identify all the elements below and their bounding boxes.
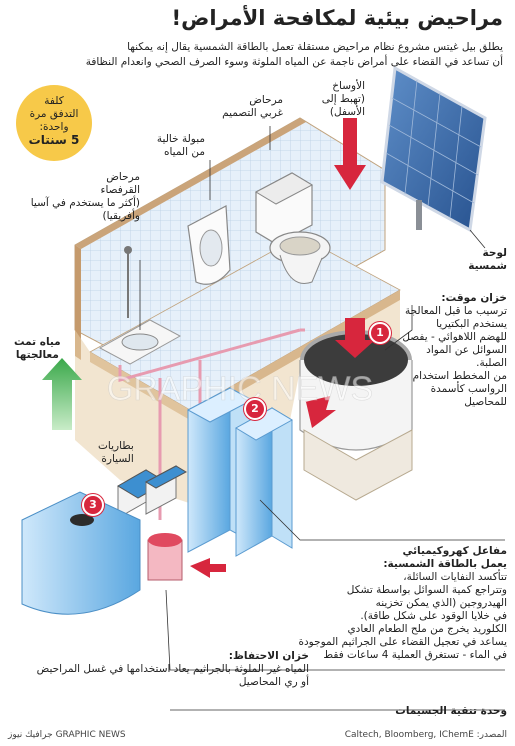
- label-particle-unit: وحدة تنقية الجسيمات: [395, 705, 507, 717]
- label-line: (أكثر ما يستخدم في آسيا: [30, 197, 140, 209]
- desc-line: الصلبة.: [476, 357, 507, 369]
- intro-line: يطلق بيل غيتس مشروع نظام مراحيض مستقلة ت…: [127, 41, 503, 53]
- label-treated-water: مياه تمت معالجتها: [14, 336, 61, 362]
- flow-arrow-to-tank: [335, 318, 375, 358]
- desc-line: يستخدم البكتيريا: [436, 318, 507, 330]
- cost-value: 5 سنتات: [28, 133, 80, 147]
- solar-panel: [380, 65, 487, 233]
- desc-line: الكلوريد يخرج من ملح الطعام العادي: [347, 623, 507, 635]
- storage-tank: [21, 491, 141, 615]
- label-line: وأفريقيا): [102, 210, 141, 222]
- label-line: مياه تمت: [14, 336, 61, 348]
- desc-line: للهضم اللاهوائي - يفصل: [402, 331, 507, 343]
- label-line: (تهبط إلى: [321, 93, 365, 105]
- intro-text: يطلق بيل غيتس مشروع نظام مراحيض مستقلة ت…: [13, 40, 503, 70]
- desc-line: يساعد في تعجيل القضاء على الجراثيم الموج…: [298, 636, 508, 648]
- cost-badge: كلفة التدفق مرة واحدة: 5 سنتات: [16, 85, 92, 161]
- desc-line: أو ري المحاصيل: [238, 676, 309, 688]
- desc-line: السوائل عن المواد: [426, 344, 507, 356]
- urinal: [187, 205, 231, 285]
- watermark: GRAPHIC NEWS: [107, 370, 373, 408]
- label-solar-panel: لوحة شمسية: [468, 247, 507, 273]
- desc-line: الهيدروجين (الذي يمكن تخزينه: [375, 597, 507, 609]
- temporary-tank: [299, 330, 413, 501]
- cost-line: كلفة: [44, 95, 64, 107]
- reactor-heading: مفاعل كهروكيميائي: [402, 545, 507, 557]
- car-batteries: [117, 465, 188, 519]
- waste-pipe: [118, 328, 305, 530]
- label-waste: الأوساخ (تهبط إلى الأسفل): [322, 80, 365, 119]
- intro-line: أن تساعد في القضاء على أمراض ناجمة عن ال…: [85, 56, 503, 68]
- treated-water-arrow: [42, 358, 82, 430]
- reactor-heading-2: يعمل بالطاقة الشمسية:: [383, 558, 507, 570]
- side-wall: [75, 245, 81, 360]
- footer: جرافيك نيوز GRAPHIC NEWS المصدر: Caltech…: [0, 724, 515, 746]
- cost-line: واحدة:: [39, 121, 69, 133]
- label-line: من المياه: [163, 146, 205, 158]
- western-toilet: [254, 172, 331, 284]
- desc-line: تتأكسد النفايات السائلة،: [403, 571, 507, 583]
- label-line: القرفصاء: [100, 184, 140, 196]
- desc-line: للمحاصيل: [464, 396, 507, 408]
- step-marker-3: 3: [82, 494, 104, 516]
- label-squat-toilet: مرحاض القرفصاء (أكثر ما يستخدم في آسيا و…: [31, 171, 140, 223]
- step-marker-1: 1: [369, 322, 391, 344]
- label-urinal: مبولة خالية من المياه: [157, 133, 205, 159]
- desc-line: في خلايا الوقود على شكل طاقة).: [360, 610, 507, 622]
- label-line: لوحة: [482, 247, 507, 259]
- label-line: شمسية: [468, 260, 507, 272]
- label-western-toilet: مرحاض غربي التصميم: [222, 94, 283, 120]
- electrochemical-reactor: [186, 387, 293, 557]
- label-line: الأسفل): [329, 106, 365, 118]
- temp-tank-description: خزان موقت: ترسيب ما قبل المعالجة يستخدم …: [392, 292, 507, 409]
- storage-tank-description: خزان الاحتفاظ: المياه غير الملوثة بالجرا…: [9, 650, 309, 689]
- wall-top-edge: [75, 118, 306, 249]
- label-line: معالجتها: [15, 349, 59, 361]
- cost-line: التدفق مرة: [29, 108, 79, 120]
- flow-arrow-reactor: [305, 396, 336, 428]
- temp-tank-heading: خزان موقت:: [441, 292, 507, 304]
- waste-down-arrow: [334, 118, 366, 190]
- label-batteries: بطاريات السيارة: [98, 440, 134, 466]
- label-line: مرحاض: [106, 171, 140, 183]
- squat-toilet: [98, 246, 182, 365]
- label-line: بطاريات: [98, 440, 134, 452]
- source: المصدر: Caltech, Bloomberg, IChemE: [344, 730, 507, 740]
- label-line: مرحاض: [249, 94, 283, 106]
- flow-arrow-filter: [190, 558, 226, 578]
- desc-line: الرواسب كأسمدة: [430, 383, 507, 395]
- leader-lines: [139, 126, 505, 711]
- desc-line: المياه غير الملوثة بالجراثيم يعاد استخدا…: [36, 663, 309, 675]
- storage-tank-heading: خزان الاحتفاظ:: [228, 650, 309, 662]
- page-title: مراحيض بيئية لمكافحة الأمراض!: [171, 6, 504, 30]
- desc-line: من المخطط استخدام: [412, 370, 507, 382]
- label-line: السيارة: [101, 453, 134, 465]
- desc-line: في الماء - تستغرق العملية 4 ساعات فقط: [323, 649, 507, 661]
- desc-line: وتتراجع كمية السوائل بواسطة تشكل: [346, 584, 507, 596]
- credit: جرافيك نيوز GRAPHIC NEWS: [8, 730, 126, 740]
- label-line: غربي التصميم: [222, 107, 283, 119]
- label-line: الأوساخ: [332, 80, 365, 92]
- desc-line: ترسيب ما قبل المعالجة: [404, 305, 507, 317]
- reactor-description: مفاعل كهروكيميائي يعمل بالطاقة الشمسية: …: [247, 545, 508, 662]
- particle-filter-unit: [147, 533, 183, 581]
- label-line: مبولة خالية: [156, 133, 205, 145]
- step-marker-2: 2: [244, 398, 266, 420]
